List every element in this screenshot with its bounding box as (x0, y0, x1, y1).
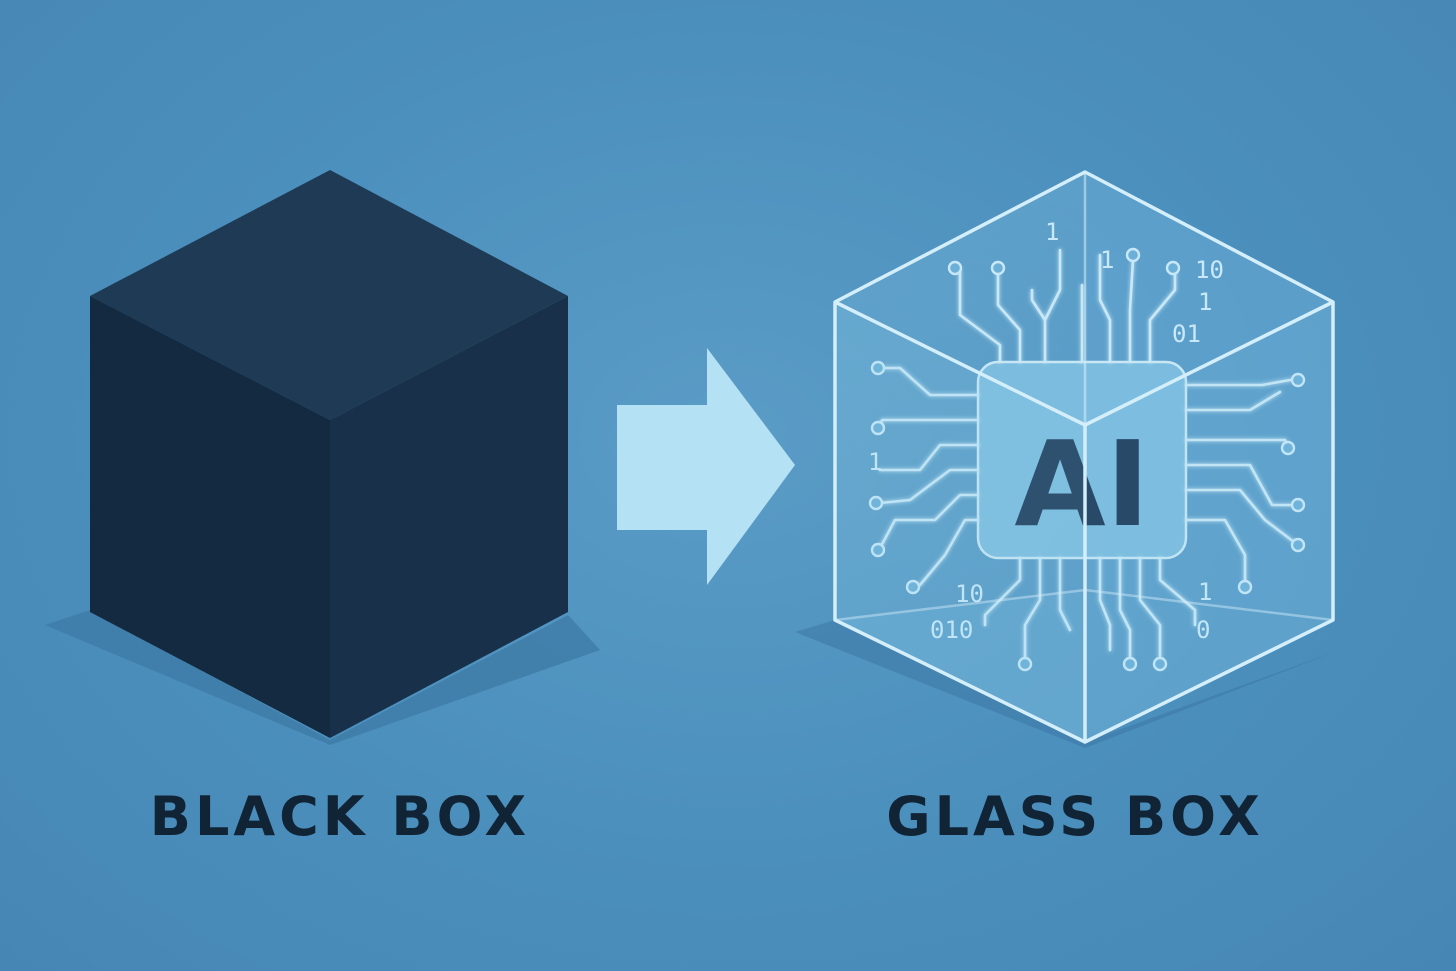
binary-digit: 10 (1195, 256, 1224, 284)
right-arrow-icon (617, 348, 795, 585)
black-box-left-face (90, 296, 330, 738)
glass-box-shadow (795, 620, 1340, 748)
binary-digit: 1 (868, 448, 882, 476)
glass-box-left-face (835, 302, 1085, 742)
black-box-shadow (45, 610, 600, 745)
black-box-top-face (90, 170, 568, 420)
chip-label: AI (1014, 415, 1149, 553)
binary-digit: 01 (1172, 320, 1201, 348)
circuit-nodes (868, 247, 1306, 672)
circuit-trace-icon (878, 248, 1300, 664)
binary-digit: 10 (955, 580, 984, 608)
binary-digit: 0 (1196, 616, 1210, 644)
glass-box: AI (795, 170, 1340, 748)
binary-digit: 1 (1198, 578, 1212, 606)
black-box (45, 170, 600, 745)
black-box-label: BLACK BOX (149, 785, 531, 848)
glass-box-right-face (1085, 302, 1333, 742)
binary-digit: 1 (1100, 246, 1114, 274)
glass-box-edges (833, 170, 1335, 744)
binary-digit: 1 (1198, 288, 1212, 316)
binary-digit: 010 (930, 616, 973, 644)
glass-box-label: GLASS BOX (886, 785, 1264, 848)
binary-digit: 1 (1045, 218, 1059, 246)
binary-digits: 1 1 10 1 01 1 10 010 1 0 (868, 218, 1224, 644)
black-box-right-face (330, 296, 568, 738)
